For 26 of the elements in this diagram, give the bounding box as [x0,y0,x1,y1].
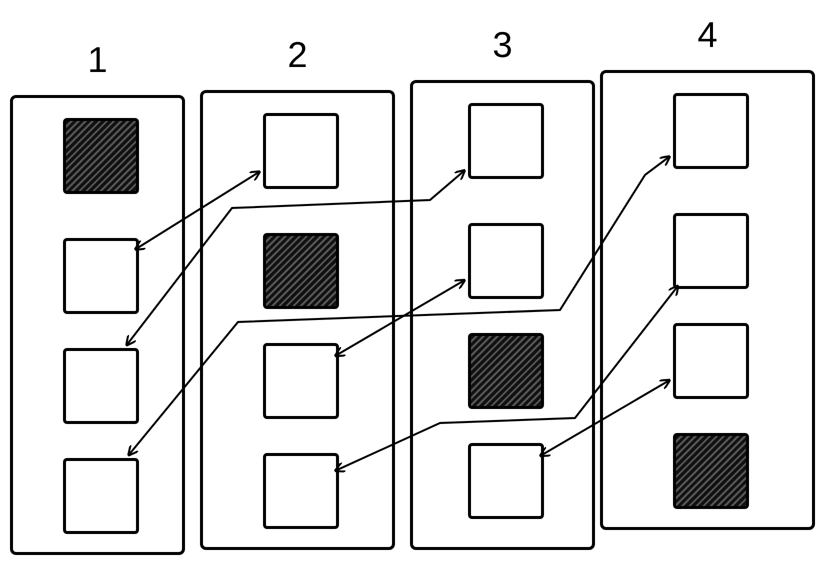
empty-square [62,238,138,314]
empty-square [262,343,338,419]
empty-square [62,348,138,424]
empty-square [468,443,544,519]
column-number: 3 [492,25,513,65]
column-number: 4 [697,15,718,55]
empty-square [672,323,748,399]
empty-square [62,458,138,534]
empty-square [468,103,544,179]
shaded-square [672,433,748,509]
double-arrow [334,284,680,472]
double-arrow [127,154,672,457]
shaded-square [262,233,338,309]
double-arrow [134,170,262,251]
column-number: 1 [87,40,108,80]
double-arrow [125,168,466,347]
empty-square [672,93,748,169]
shaded-square [62,118,138,194]
shaded-square [468,333,544,409]
empty-square [262,113,338,189]
empty-square [468,223,544,299]
empty-square [262,453,338,529]
double-arrow [538,378,672,458]
double-arrow [334,278,466,358]
column-number: 2 [287,35,308,75]
empty-square [672,213,748,289]
